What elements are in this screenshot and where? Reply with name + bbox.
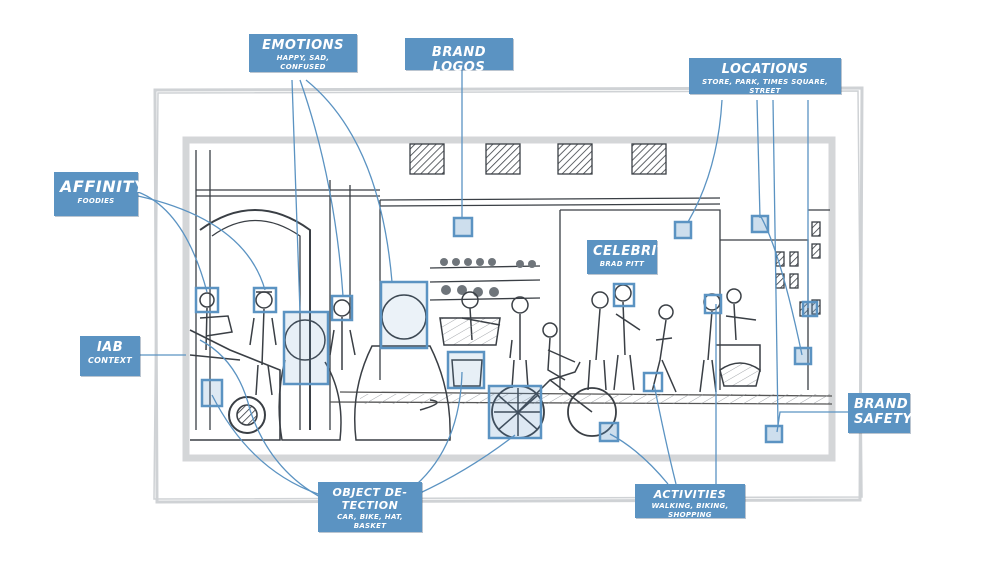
- box-activity-1: [642, 371, 664, 393]
- car-sketch: [189, 329, 281, 441]
- affinity-subtitle: FOODIES: [77, 197, 115, 205]
- box-basket: [446, 350, 486, 390]
- box-location-3: [793, 346, 813, 366]
- box-affinity-face-2: [252, 286, 278, 314]
- brand-safety-title-2: SAFETY: [854, 412, 913, 427]
- celebrity-subtitle: BRAD PITT: [599, 260, 645, 268]
- activities-title: ACTIVITIES: [653, 488, 727, 501]
- box-brand-safety: [764, 424, 784, 444]
- brand-logos-title: BRAND LOGOS: [431, 45, 487, 75]
- connector-lines: [137, 70, 848, 499]
- inner-frame: [182, 136, 836, 462]
- emotions-subtitle: HAPPY, SAD, CONFUSED: [276, 54, 330, 71]
- celebrity-title: CELEBRITY: [593, 244, 677, 259]
- object-detection-title-2: TECTION: [341, 499, 399, 512]
- affinity-label: AFFINITY FOODIES: [54, 172, 147, 216]
- box-brand-logo: [452, 216, 474, 238]
- box-bike: [487, 384, 543, 440]
- outer-frame: [153, 86, 864, 504]
- affinity-title: AFFINITY: [60, 177, 147, 196]
- box-location-2: [750, 214, 770, 234]
- box-affinity-face-1: [194, 286, 220, 314]
- activities-subtitle: WALKING, BIKING, SHOPPING: [651, 502, 729, 519]
- emotions-title: EMOTIONS: [262, 38, 344, 53]
- box-celebrity-face: [612, 282, 636, 308]
- activities-label: ACTIVITIES WALKING, BIKING, SHOPPING: [635, 484, 745, 519]
- object-detection-label: OBJECT DE- TECTION CAR, BIKE, HAT, BASKE…: [318, 482, 422, 532]
- box-face-small: [330, 294, 354, 322]
- iab-context-label: IAB CONTEXT: [80, 336, 140, 376]
- box-face-woman: [282, 310, 330, 386]
- box-car: [200, 378, 224, 408]
- emotions-label: EMOTIONS HAPPY, SAD, CONFUSED: [249, 34, 357, 72]
- object-detection-subtitle: CAR, BIKE, HAT, BASKET: [337, 513, 403, 530]
- box-location-4: [801, 300, 819, 318]
- object-detection-title-1: OBJECT DE-: [332, 486, 408, 499]
- locations-subtitle: STORE, PARK, TIMES SQUARE, STREET: [702, 78, 828, 95]
- locations-label: LOCATIONS STORE, PARK, TIMES SQUARE, STR…: [689, 58, 841, 95]
- box-activity-2: [598, 421, 620, 443]
- iab-title: IAB: [96, 340, 124, 355]
- buildings: [195, 143, 833, 430]
- iab-context: CONTEXT: [87, 356, 132, 365]
- brand-safety-title-1: BRAND: [854, 397, 909, 412]
- locations-title: LOCATIONS: [721, 62, 809, 77]
- brand-safety-label: BRAND SAFETY: [848, 393, 913, 433]
- celebrity-label: CELEBRITY BRAD PITT: [587, 240, 677, 274]
- box-face-man: [379, 280, 429, 350]
- box-location-1: [673, 220, 693, 240]
- brand-logos-label: BRAND LOGOS: [405, 38, 513, 75]
- box-activity-3: [703, 293, 723, 315]
- detection-boxes: [194, 214, 819, 444]
